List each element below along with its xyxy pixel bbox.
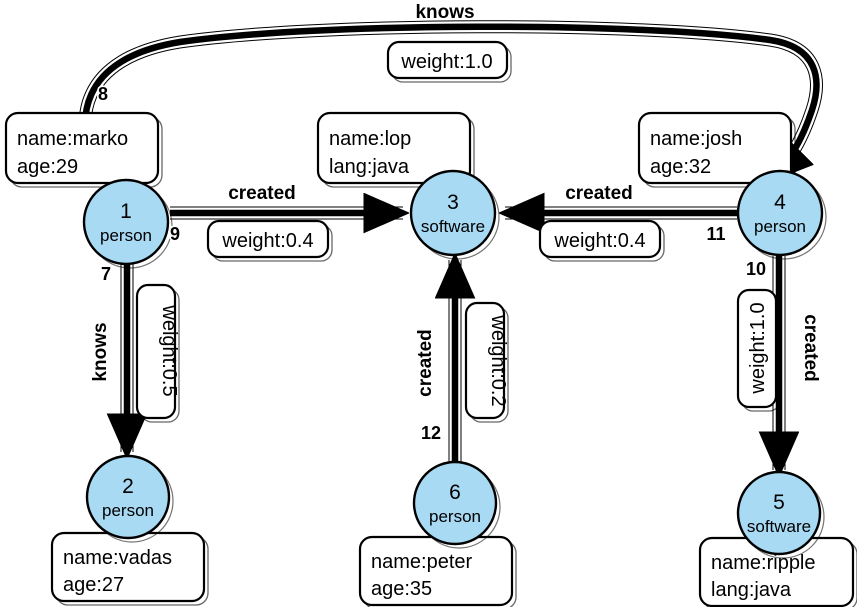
prop-line: lang:java — [329, 156, 410, 178]
prop-line: age:29 — [17, 156, 78, 178]
prop-line: age:27 — [63, 574, 124, 596]
node-id-label: 5 — [773, 491, 785, 514]
weight-box-edge-9[interactable]: weight:0.4 — [206, 219, 333, 262]
node-type-label: person — [102, 501, 154, 520]
weight-label: weight:1.0 — [747, 302, 769, 394]
property-box-peter[interactable]: name:peter age:35 — [358, 535, 517, 607]
node-type-label: person — [100, 226, 152, 245]
prop-line: age:32 — [650, 156, 711, 178]
edge-type-label-knows-8: knows — [415, 2, 474, 23]
weight-label: weight:0.4 — [553, 230, 645, 252]
prop-line: name:ripple — [711, 552, 816, 574]
edge-type-label-created-12: created — [415, 329, 436, 397]
prop-line: age:35 — [371, 578, 432, 600]
edge-id-label-10: 10 — [746, 259, 766, 279]
edge-type-label-created-9: created — [228, 183, 296, 204]
property-box-vadas[interactable]: name:vadas age:27 — [50, 531, 209, 606]
node-id-label: 1 — [120, 200, 132, 223]
node-type-label: software — [421, 217, 485, 236]
edges-layer — [78, 20, 823, 470]
edge-type-label-knows-7: knows — [90, 322, 111, 381]
edge-id-label-12: 12 — [421, 423, 441, 443]
edge-type-label-created-11: created — [565, 183, 633, 204]
weight-box-edge-10[interactable]: weight:1.0 — [736, 288, 781, 412]
prop-line: lang:java — [711, 579, 792, 601]
weight-boxes-layer: weight:1.0 weight:0.4 weight:0.4 weight:… — [135, 40, 781, 423]
property-box-josh[interactable]: name:josh age:32 — [637, 111, 796, 188]
edge-id-label-11: 11 — [706, 224, 725, 244]
weight-label: weight:0.2 — [487, 314, 509, 406]
property-boxes-layer: name:marko age:29 name:vadas age:27 name… — [4, 111, 857, 607]
node-id-label: 3 — [447, 191, 459, 214]
prop-line: name:josh — [650, 128, 742, 150]
property-box-lop[interactable]: name:lop lang:java — [316, 111, 475, 188]
node-type-label: software — [747, 517, 811, 536]
node-3[interactable]: 3 software — [409, 169, 500, 260]
node-2[interactable]: 2 person — [85, 454, 174, 543]
node-4[interactable]: 4 person — [736, 169, 827, 260]
prop-line: name:marko — [17, 128, 128, 150]
property-box-marko[interactable]: name:marko age:29 — [4, 111, 163, 188]
node-id-label: 4 — [774, 191, 786, 214]
weight-box-edge-7[interactable]: weight:0.5 — [135, 283, 180, 423]
weight-box-edge-12[interactable]: weight:0.2 — [464, 301, 509, 423]
node-id-label: 6 — [449, 481, 461, 504]
weight-box-edge-11[interactable]: weight:0.4 — [538, 219, 665, 262]
edge-type-label-created-10: created — [800, 314, 821, 382]
weight-box-edge-8[interactable]: weight:1.0 — [386, 40, 512, 83]
weight-label: weight:0.4 — [221, 230, 313, 252]
property-box-ripple[interactable]: name:ripple lang:java — [698, 536, 857, 607]
edge-id-label-9: 9 — [170, 224, 180, 244]
prop-line: name:peter — [371, 551, 473, 573]
weight-label: weight:1.0 — [400, 51, 492, 73]
node-6[interactable]: 6 person — [412, 460, 501, 549]
edge-id-label-8: 8 — [98, 84, 108, 104]
node-5[interactable]: 5 software — [736, 470, 825, 559]
prop-line: name:vadas — [63, 547, 172, 569]
node-type-label: person — [754, 217, 806, 236]
edge-labels-layer: knows 8 created 9 created 11 knows 7 cre… — [88, 0, 822, 444]
edge-8-knows[interactable] — [78, 20, 823, 180]
weight-label: weight:0.5 — [158, 304, 180, 396]
prop-line: name:lop — [329, 128, 411, 150]
node-id-label: 2 — [122, 475, 134, 498]
node-type-label: person — [429, 507, 481, 526]
node-1[interactable]: 1 person — [82, 178, 173, 269]
edge-id-label-7: 7 — [101, 264, 111, 284]
nodes-layer: 1 person 2 person 3 software 4 person — [82, 169, 827, 559]
